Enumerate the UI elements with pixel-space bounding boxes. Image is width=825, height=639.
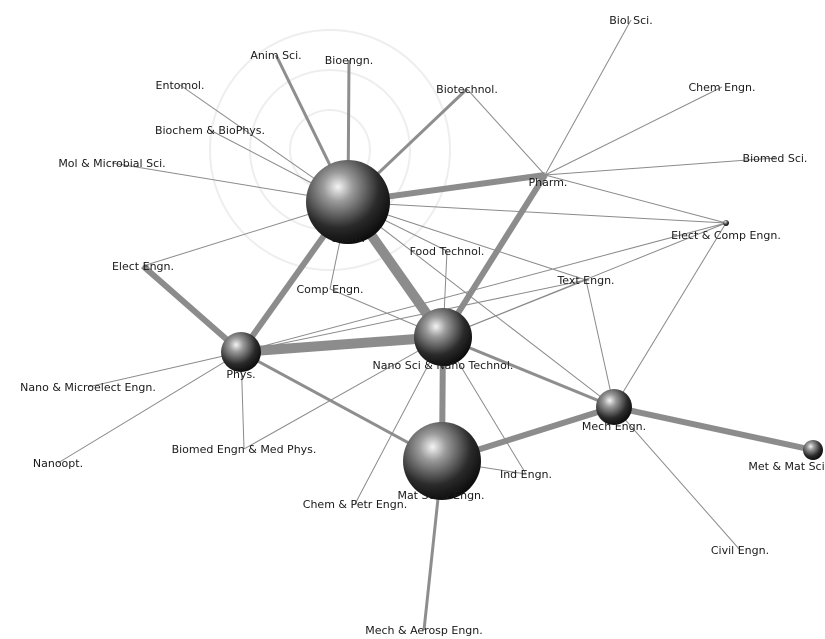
label-elecengn: Elect Engn. <box>112 260 174 273</box>
edge-phys-nanomicro <box>87 351 242 388</box>
label-chemengn: Chem Engn. <box>688 81 755 94</box>
label-animsci: Anim Sci. <box>250 49 301 62</box>
label-chempetr: Chem & Petr Engn. <box>303 498 407 511</box>
node-mech <box>596 389 632 425</box>
edge-nano-mech <box>442 335 615 409</box>
label-textengn: Text Engn. <box>556 274 614 287</box>
label-metmat: Met & Mat Sci & Engn. <box>748 460 825 473</box>
node-matsci <box>403 422 481 500</box>
label-biolsci: Biol Sci. <box>609 14 652 27</box>
edge-pharm-biomedsci <box>544 157 776 176</box>
label-foodtech: Food Technol. <box>410 245 485 258</box>
edge-phys-elecengn <box>141 263 243 355</box>
edge-phys-elcomp <box>240 222 727 353</box>
label-entomol: Entomol. <box>156 79 205 92</box>
edge-nano-biomedengn <box>243 336 444 450</box>
node-metmat <box>803 440 823 460</box>
label-pharm: Pharm. <box>529 176 568 189</box>
edge-pharm-nano <box>440 173 548 339</box>
edge-mech-civil <box>613 406 741 551</box>
edge-phys-nanoopt <box>57 351 242 464</box>
label-nanoopt: Nanoopt. <box>33 457 83 470</box>
node-elcomp <box>723 220 729 226</box>
label-biochem: Biochem & BioPhys. <box>155 124 265 137</box>
edge-pharm-chemengn <box>544 86 723 176</box>
label-civil: Civil Engn. <box>711 544 769 557</box>
label-matsci: Mat Sci & Engn. <box>397 489 484 502</box>
edge-pharm-biotechnol <box>466 88 546 176</box>
node-layer <box>221 160 823 500</box>
label-nano: Nano Sci & Nano Technol. <box>373 359 514 372</box>
label-bioengn: Bioengn. <box>325 54 374 67</box>
node-phys <box>221 332 261 372</box>
label-biomedsci: Biomed Sci. <box>743 152 808 165</box>
label-chem: chem. <box>331 232 365 245</box>
label-elcomp: Elect & Comp Engn. <box>671 229 781 242</box>
edge-nano-phys <box>240 332 444 357</box>
edge-nano-chempetr <box>354 336 444 505</box>
label-layer: chem. Pharm. Nano Sci & Nano Technol. Phys.… <box>20 14 825 637</box>
label-biotechnol: Biotechnol. <box>436 83 498 96</box>
edge-chem-elcomp <box>347 201 727 224</box>
node-chem <box>306 160 390 244</box>
edge-pharm-biolsci <box>544 19 632 176</box>
label-mech: Mech Engn. <box>582 420 646 433</box>
label-mechaero: Mech & Aerosp Engn. <box>365 624 483 637</box>
node-nano <box>414 308 472 366</box>
edge-pharm-elcomp <box>544 174 727 224</box>
edge-chem-mech <box>347 201 615 408</box>
label-compengn: Comp Engn. <box>297 283 364 296</box>
label-nanomicro: Nano & Microelect Engn. <box>20 381 156 394</box>
label-molmicro: Mol & Microbial Sci. <box>58 157 165 170</box>
edge-mech-metmat <box>613 404 814 453</box>
edge-phys-textengn <box>240 279 587 353</box>
edge-mech-textengn <box>585 279 615 408</box>
label-indengn: Ind Engn. <box>500 468 552 481</box>
edge-mech-elcomp <box>613 222 727 408</box>
label-biomedengn: Biomed Engn & Med Phys. <box>172 443 317 456</box>
label-phys: Phys. <box>226 368 255 381</box>
